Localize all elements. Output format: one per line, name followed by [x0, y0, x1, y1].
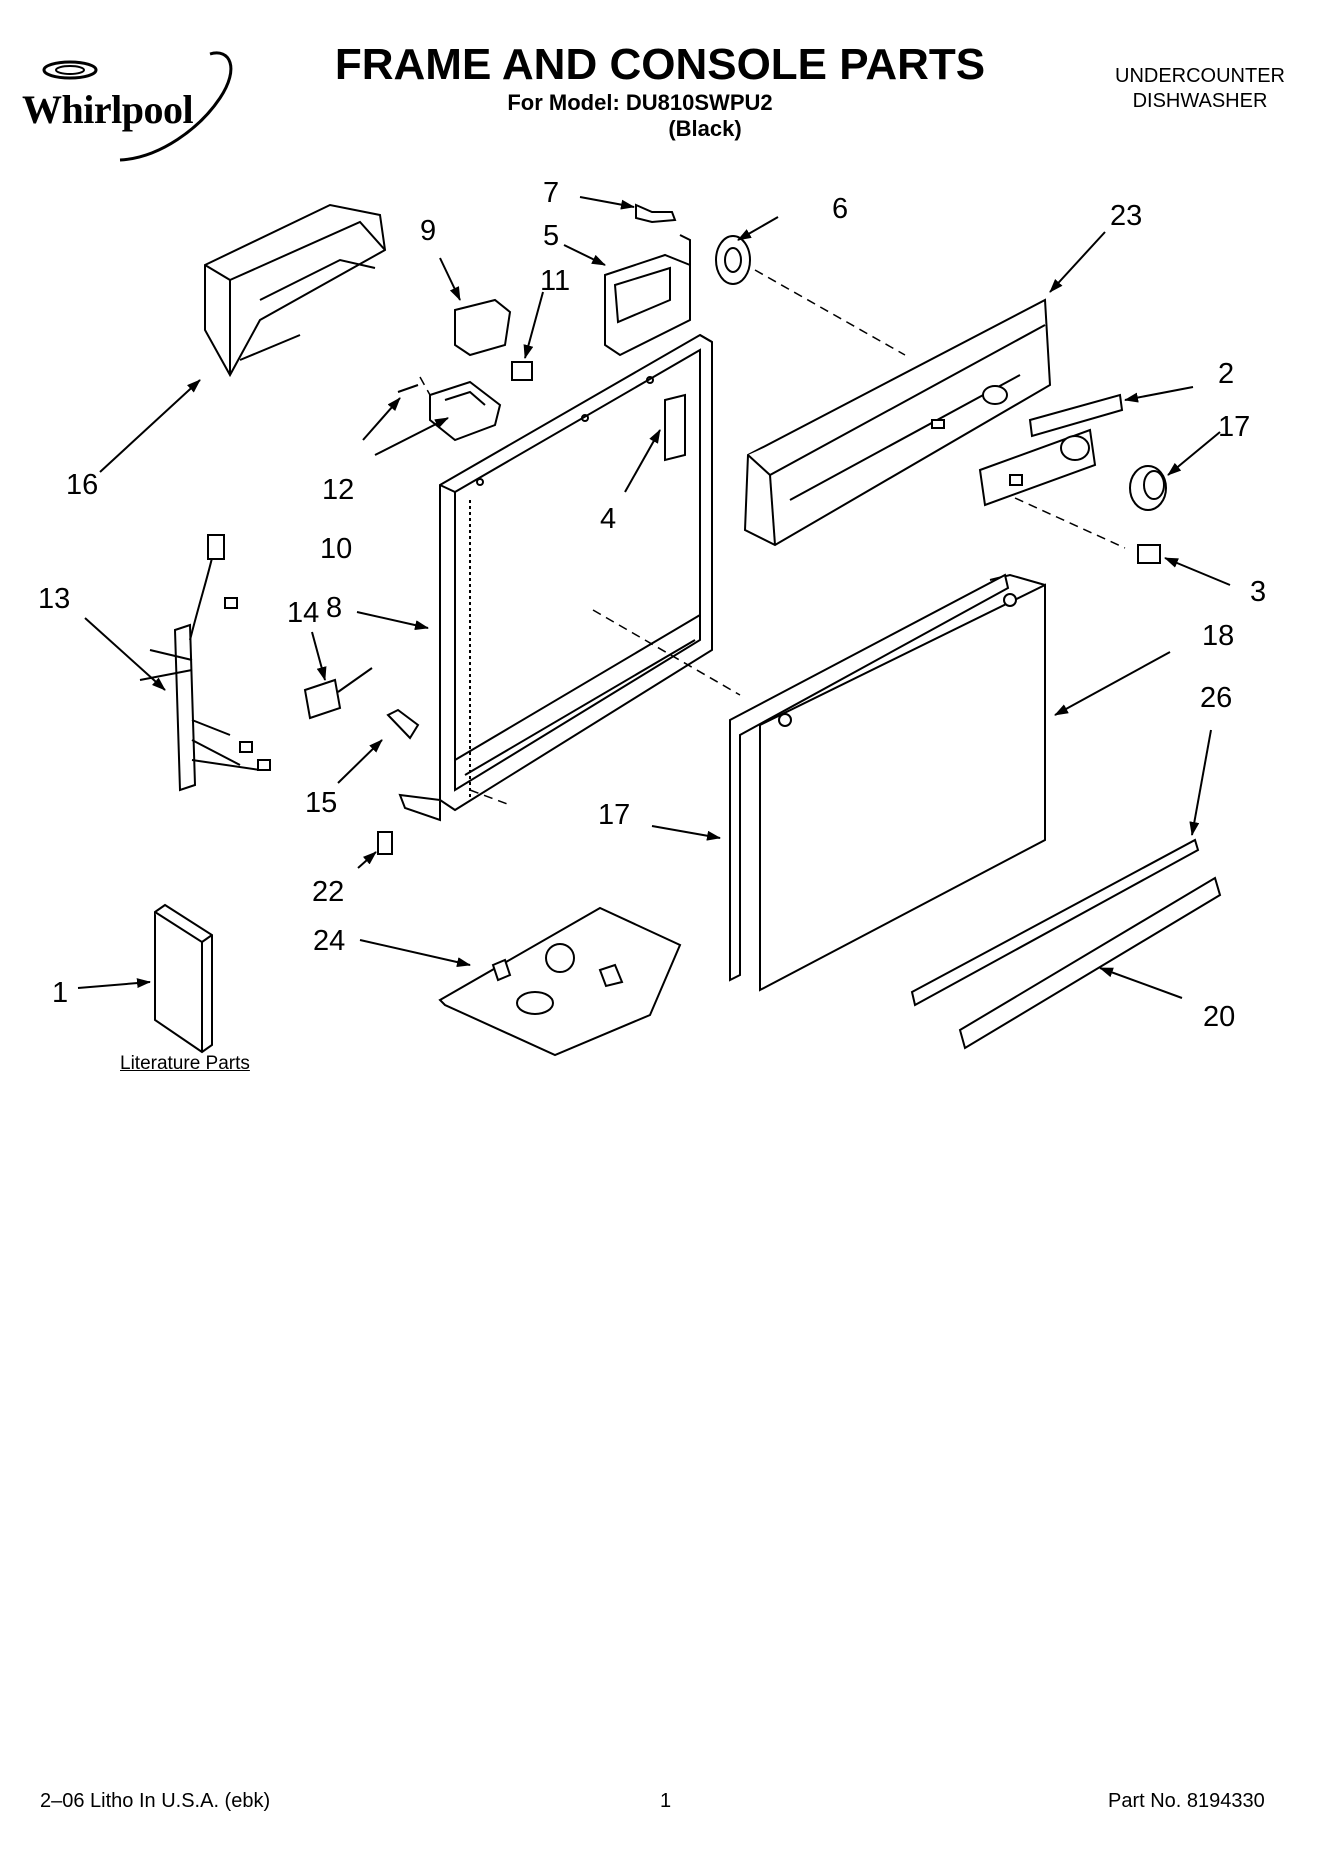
callout-17: 17	[1218, 411, 1250, 443]
callout-16: 16	[66, 469, 98, 501]
callout-23: 23	[1110, 200, 1142, 232]
callout-5: 5	[543, 220, 559, 252]
part-18-outer-door	[729, 573, 1010, 982]
callout-10: 10	[320, 533, 352, 565]
part-9-component	[454, 298, 512, 357]
model-variant: (Black)	[668, 116, 742, 141]
callout-13: 13	[38, 583, 70, 615]
callout-26: 26	[1200, 682, 1232, 714]
product-type-line2: DISHWASHER	[1132, 90, 1268, 112]
callout-2: 2	[1218, 358, 1234, 390]
callout-1: 1	[52, 977, 68, 1009]
part-4-bracket	[664, 393, 686, 462]
literature-parts-caption: Literature Parts	[120, 1053, 250, 1074]
part-5-latch	[604, 234, 691, 357]
callout-19: 18	[1202, 620, 1234, 652]
part-10-component	[429, 380, 502, 442]
whirlpool-swirl-icon	[42, 51, 233, 162]
part-17-knob	[1129, 465, 1167, 511]
product-type-line1: UNDERCOUNTER	[1115, 65, 1285, 87]
print-info: 2–06 Litho In U.S.A. (ebk)	[40, 1790, 271, 1812]
part-23-console	[743, 298, 1052, 547]
part-12-pin	[397, 384, 419, 393]
callout-11: 11	[540, 265, 570, 297]
part-6-knob	[715, 235, 751, 285]
callout-14: 14	[287, 597, 319, 629]
callout-9: 9	[420, 215, 436, 247]
callout-20: 20	[1203, 1001, 1235, 1033]
callout-4: 4	[600, 503, 616, 535]
callout-18: 17	[598, 799, 630, 831]
part-24-parts-bag	[438, 906, 682, 1057]
part-8-door-frame	[398, 333, 713, 822]
part-3-button	[1137, 544, 1161, 564]
part-number: Part No. 8194330	[1108, 1790, 1265, 1812]
model-number: For Model: DU810SWPU2	[507, 90, 773, 115]
callout-12: 12	[322, 474, 354, 506]
part-20-strip	[958, 876, 1222, 1050]
part-11-connector	[511, 361, 533, 381]
page-number: 1	[660, 1790, 672, 1812]
part-16-top-cover	[204, 203, 387, 378]
callout-7: 7	[543, 177, 559, 209]
guide-lines	[419, 269, 1126, 806]
part-15-screw	[386, 708, 420, 740]
whirlpool-logo: Whirlpool	[22, 87, 194, 132]
callout-3: 3	[1250, 576, 1266, 608]
callout-8: 8	[326, 592, 342, 624]
part-13-wire-harness	[139, 534, 271, 792]
callout-labels: 7 6 5 9 11 23 2 17 3 18 26 20 17 16 12 1…	[38, 177, 1266, 1033]
part-7-screw	[635, 203, 677, 224]
part-1-literature	[154, 903, 213, 1054]
part-22-clip	[377, 831, 393, 855]
part-2-label	[1028, 393, 1124, 438]
product-type: UNDERCOUNTER DISHWASHER	[1080, 64, 1320, 114]
part-26-strip	[910, 838, 1200, 1007]
callout-22: 22	[312, 876, 344, 908]
part-14-connector	[303, 667, 373, 720]
leader-arrows	[77, 196, 1231, 999]
callout-15: 15	[305, 787, 337, 819]
console-insert	[978, 428, 1097, 507]
callout-24: 24	[313, 925, 345, 957]
page-title: FRAME AND CONSOLE PARTS	[334, 40, 986, 89]
callout-6: 6	[832, 193, 848, 225]
